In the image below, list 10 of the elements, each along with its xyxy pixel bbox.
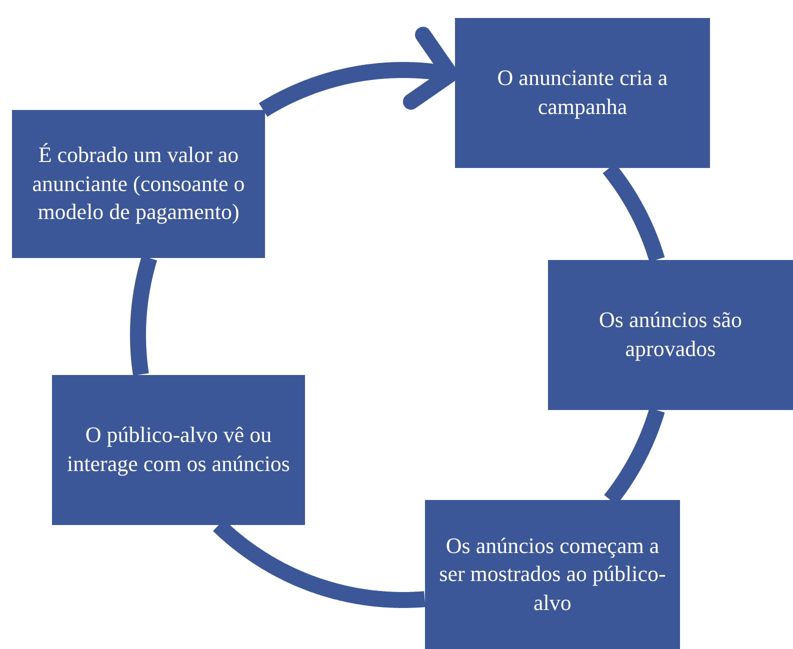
process-box [12,110,265,258]
step-text: O público-alvo vê ou interage com os anúncios [66,421,291,478]
process-box [548,260,793,410]
process-box [52,375,305,525]
process-box [455,18,710,168]
step-text: Os anúncios começam a ser mostrados ao público-alvo [438,532,667,617]
step-text: Os anúncios são aprovados [598,306,743,363]
step-text: É cobrado um valor ao anunciante (consoante o modelo de pagamento) [31,141,246,226]
process-box [425,500,680,649]
step-text: O anunciante cria a campanha [496,64,669,121]
